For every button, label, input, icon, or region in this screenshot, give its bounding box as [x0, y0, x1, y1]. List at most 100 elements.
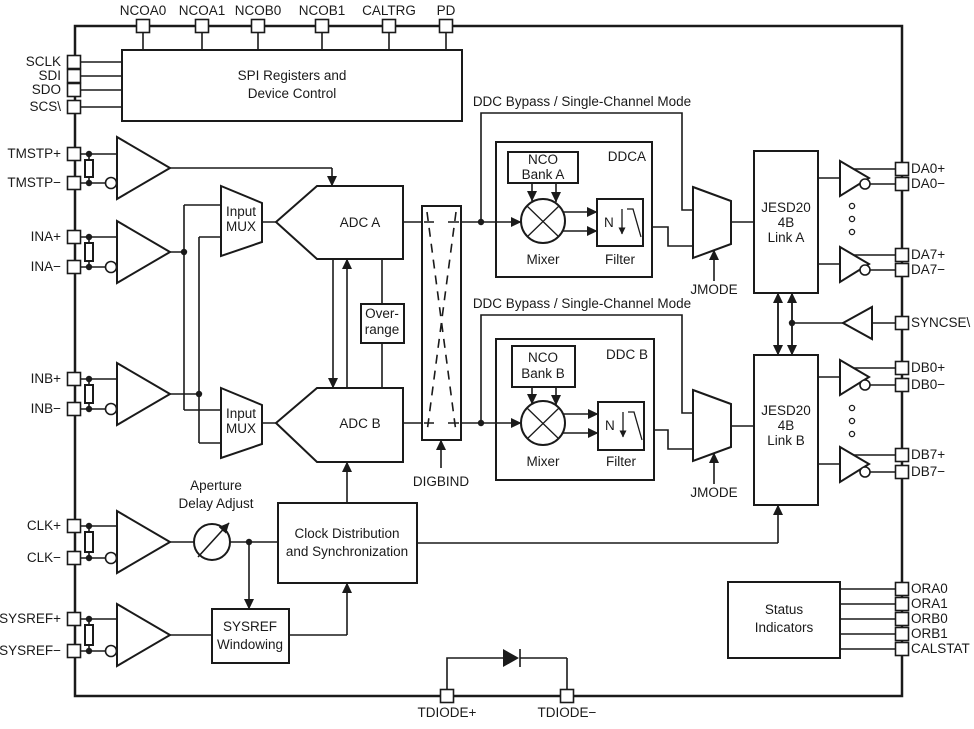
pin-label-da0-plus: DA0+	[911, 161, 945, 176]
ddc-bypass-label-b: DDC Bypass / Single-Channel Mode	[473, 296, 691, 311]
input-mux-b-label-line2: MUX	[226, 421, 256, 436]
input-mux-a-label-line1: Input	[226, 204, 256, 219]
jesd-a-label-line2: 4B	[778, 215, 795, 230]
mixer-b-label: Mixer	[527, 454, 561, 469]
filter-slope-a-icon	[627, 208, 642, 238]
mixer-a-cross-icon	[526, 205, 560, 238]
buffer-db7	[839, 445, 871, 484]
digbind-label: DIGBIND	[413, 474, 470, 489]
pin-label-clk-minus: CLK−	[27, 550, 61, 565]
jmode-mux-b	[692, 388, 732, 463]
block-status-indicators	[727, 581, 841, 659]
pin-db0-plus	[894, 360, 910, 376]
inverting-bubble-db0	[859, 379, 871, 391]
over-range-label-line1: Over-	[365, 306, 399, 321]
inverting-bubble-sysref	[104, 644, 118, 658]
spi-label-line2: Device Control	[248, 86, 337, 101]
pin-scs	[66, 99, 82, 115]
buffer-db0	[839, 358, 871, 397]
filter-a-label: Filter	[605, 252, 636, 267]
pin-ncob1	[314, 18, 330, 34]
inverting-bubble-db7	[859, 466, 871, 478]
pin-ora1	[894, 596, 910, 612]
nco-b-label-line1: NCO	[528, 350, 558, 365]
filter-slope-b-icon	[628, 411, 643, 441]
pin-da0-minus	[894, 176, 910, 192]
block-jesd204b-link-b	[753, 354, 819, 506]
jmode-mux-a	[692, 185, 732, 260]
clock-label-line1: Clock Distribution	[294, 526, 399, 541]
pin-label-inb-plus: INB+	[31, 371, 62, 386]
sysref-windowing-label-line1: SYSREF	[223, 619, 277, 634]
pin-label-calstat: CALSTAT	[911, 641, 970, 656]
pin-label-db0-minus: DB0−	[911, 377, 945, 392]
inverting-bubble-da7	[859, 264, 871, 276]
pin-label-sclk: SCLK	[26, 54, 61, 69]
pin-label-syncse: SYNCSE\	[911, 315, 971, 330]
block-nco-bank-a	[507, 151, 579, 184]
block-spi-registers	[121, 49, 463, 122]
pin-ncob0	[250, 18, 266, 34]
adc-a-label: ADC A	[340, 215, 381, 230]
jesd-b-label-line1: JESD20	[761, 403, 811, 418]
pin-label-sysref-plus: SYSREF+	[0, 611, 61, 626]
aperture-label-line1: Aperture	[190, 478, 242, 493]
block-input-mux-b	[220, 386, 263, 460]
block-adc-a	[274, 185, 404, 260]
amp-clk	[116, 509, 172, 575]
resistor-tmstp	[84, 159, 94, 178]
aperture-label-line2: Delay Adjust	[178, 496, 253, 511]
pin-label-da7-minus: DA7−	[911, 262, 945, 277]
input-mux-a-label-line2: MUX	[226, 219, 256, 234]
bottom-pins	[439, 688, 575, 704]
pin-pd	[438, 18, 454, 34]
jmode-a-label: JMODE	[690, 282, 737, 297]
filter-b-n-label: N	[605, 418, 615, 433]
buffer-da7	[839, 245, 871, 284]
pin-ncoa0	[135, 18, 151, 34]
block-nco-bank-b	[511, 345, 576, 388]
pin-syncse	[894, 315, 910, 331]
jesd-a-label-line1: JESD20	[761, 200, 811, 215]
pin-sdo	[66, 82, 82, 98]
junction-dots	[85, 150, 796, 655]
jesd-a-label-line3: Link A	[768, 230, 805, 245]
pin-label-tmstp-minus: TMSTP−	[7, 175, 61, 190]
pin-label-orb1: ORB1	[911, 626, 948, 641]
pin-db7-plus	[894, 447, 910, 463]
pin-sclk	[66, 54, 82, 70]
nco-a-label-line2: Bank A	[522, 167, 565, 182]
pin-sysref-minus	[66, 643, 82, 659]
pin-inb-plus	[66, 371, 82, 387]
pin-label-ncoa1: NCOA1	[179, 3, 226, 18]
jmode-b-label: JMODE	[690, 485, 737, 500]
pin-label-ora1: ORA1	[911, 596, 948, 611]
pin-label-tdiode-plus: TDIODE+	[418, 705, 477, 720]
serdes-ellipsis-dots	[848, 202, 856, 438]
pin-label-sysref-minus: SYSREF−	[0, 643, 61, 658]
buffer-syncse	[840, 305, 873, 341]
pin-da7-plus	[894, 247, 910, 263]
ddc-bypass-label-a: DDC Bypass / Single-Channel Mode	[473, 94, 691, 109]
block-clock-distribution	[277, 502, 418, 584]
pin-da7-minus	[894, 262, 910, 278]
pin-label-tmstp-plus: TMSTP+	[7, 146, 61, 161]
pin-caltrg	[381, 18, 397, 34]
pin-label-sdi: SDI	[38, 68, 61, 83]
inverting-bubble-ina	[104, 260, 118, 274]
pin-label-db7-minus: DB7−	[911, 464, 945, 479]
pin-sysref-plus	[66, 611, 82, 627]
resistor-ina	[84, 242, 94, 262]
pin-tmstp-minus	[66, 175, 82, 191]
thermal-diode	[503, 649, 519, 667]
pin-label-tdiode-minus: TDIODE−	[538, 705, 597, 720]
sysref-windowing-label-line2: Windowing	[217, 637, 283, 652]
filter-b-label: Filter	[606, 454, 637, 469]
resistor-inb	[84, 384, 94, 404]
pin-orb0	[894, 611, 910, 627]
nco-a-label-line1: NCO	[528, 152, 558, 167]
pin-ncoa1	[194, 18, 210, 34]
resistor-sysref	[84, 624, 94, 646]
inverting-bubble-clk	[104, 551, 118, 565]
